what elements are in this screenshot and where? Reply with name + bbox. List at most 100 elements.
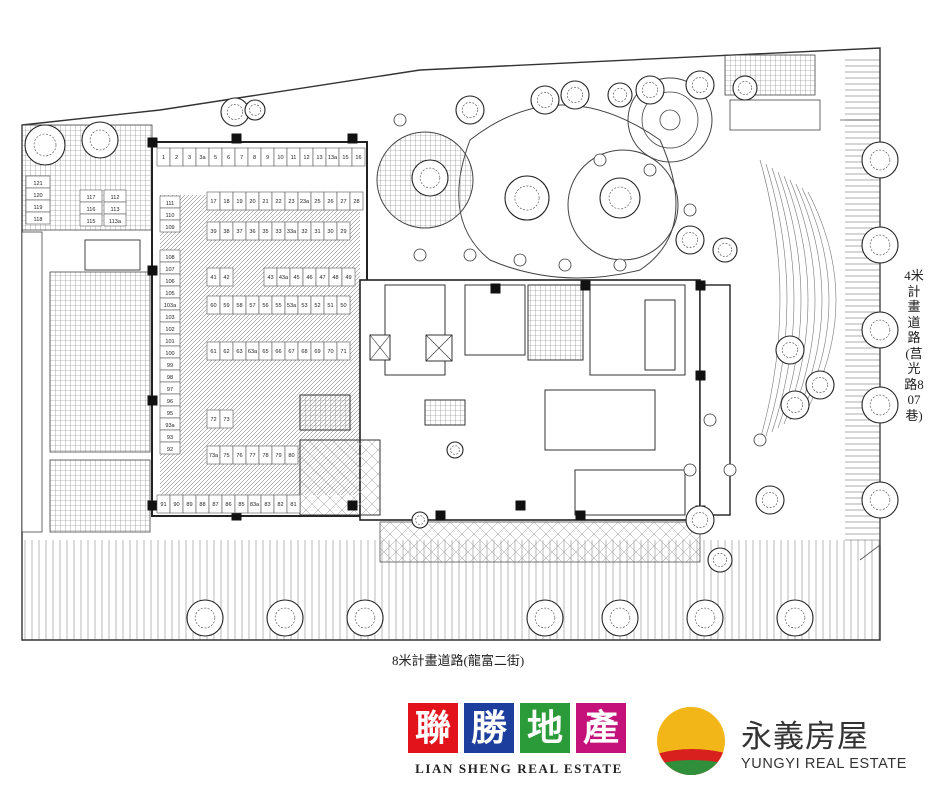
row-2-label: 18 xyxy=(223,199,229,205)
shrub-2 xyxy=(643,163,657,177)
column-12 xyxy=(695,370,706,381)
left-col-label: 105 xyxy=(165,291,174,297)
row-10-label: 91 xyxy=(160,502,166,508)
yungyi-logo: 永義房屋 YUNGYI REAL ESTATE xyxy=(653,703,923,779)
shrub-5 xyxy=(513,253,527,267)
tree-inner-18 xyxy=(869,319,891,341)
row-5-label: 43 xyxy=(267,275,273,281)
row-8-stall xyxy=(219,409,234,429)
row-10-label: 88 xyxy=(199,502,205,508)
row-10-label: 85 xyxy=(238,502,244,508)
tree-16 xyxy=(861,141,899,179)
row-3-label: 39 xyxy=(210,229,216,235)
tree-inner-27 xyxy=(194,607,216,629)
row-3-label: 29 xyxy=(340,229,346,235)
row-1-label: 5 xyxy=(214,155,217,161)
yungyi-emblem-icon xyxy=(657,707,725,775)
tree-31 xyxy=(601,599,639,637)
logo-tile-4: 產 xyxy=(576,703,626,753)
shrub-1 xyxy=(593,153,607,167)
tree-inner-10 xyxy=(738,81,752,95)
column-14 xyxy=(490,283,501,294)
row-9-label: 75 xyxy=(223,453,229,459)
row-3-label: 30 xyxy=(327,229,333,235)
row-5-label: 46 xyxy=(306,275,312,281)
annex-a-label: 110 xyxy=(166,213,175,219)
left-col-label: 101 xyxy=(165,339,174,345)
column-1 xyxy=(231,133,242,144)
left-col-label: 102 xyxy=(165,327,174,333)
row-7-label: 62 xyxy=(223,349,229,355)
left-col-label: 92 xyxy=(167,447,173,453)
column-9 xyxy=(515,500,526,511)
row-6-stall xyxy=(336,295,351,315)
shrub-12 xyxy=(703,413,717,427)
tree-inner-22 xyxy=(811,376,828,393)
tree-1 xyxy=(81,121,119,159)
column-3 xyxy=(147,265,158,276)
tree-inner-28 xyxy=(274,607,296,629)
tree-32 xyxy=(686,599,724,637)
annex-b-stall xyxy=(25,211,51,225)
tree-inner-24 xyxy=(761,491,778,508)
tree-inner-3 xyxy=(249,104,261,116)
left-col-label: 108 xyxy=(165,255,174,261)
row-7-label: 67 xyxy=(288,349,294,355)
tree-inner-30 xyxy=(534,607,556,629)
fountain-inner xyxy=(641,91,699,149)
annex-b-label: 121 xyxy=(33,181,42,187)
tree-30 xyxy=(526,599,564,637)
tree-13 xyxy=(599,177,641,219)
shrub-6 xyxy=(558,258,572,272)
terrace-arc xyxy=(771,167,795,433)
left-strip xyxy=(21,231,43,533)
row-10-label: 86 xyxy=(225,502,231,508)
row-2-label: 28 xyxy=(353,199,359,205)
row-5-stall xyxy=(341,267,356,287)
tree-inner-19 xyxy=(869,394,891,416)
tree-inner-33 xyxy=(784,607,806,629)
column-5 xyxy=(147,500,158,511)
row-3-label: 31 xyxy=(314,229,320,235)
annex-c1-label: 115 xyxy=(87,219,96,225)
row-6-label: 53 xyxy=(301,303,307,309)
tree-5 xyxy=(530,85,560,115)
central-lawn xyxy=(458,104,677,279)
logo-tile-1: 聯 xyxy=(408,703,458,753)
row-1-label: 10 xyxy=(277,155,283,161)
tree-inner-13 xyxy=(608,186,632,210)
tree-inner-25 xyxy=(691,511,708,528)
row-6-label: 60 xyxy=(210,303,216,309)
tree-19 xyxy=(861,386,899,424)
column-11 xyxy=(695,280,706,291)
fountain-core xyxy=(659,109,681,131)
column-7 xyxy=(347,500,358,511)
row-3-label: 33 xyxy=(275,229,281,235)
row-3-label: 37 xyxy=(236,229,242,235)
row-7-label: 63 xyxy=(236,349,242,355)
row-7-stall xyxy=(336,341,351,361)
shrub-8 xyxy=(683,203,697,217)
left-col-label: 106 xyxy=(165,279,174,285)
tree-inner-0 xyxy=(33,133,57,157)
row-2-label: 23 xyxy=(288,199,294,205)
row-1-label: 3a xyxy=(199,155,206,161)
shrub-4 xyxy=(463,248,477,262)
row-1-label: 2 xyxy=(175,155,178,161)
tree-21 xyxy=(775,335,805,365)
equipment-box xyxy=(729,99,821,131)
annex-c2-label: 113 xyxy=(111,207,120,213)
row-9-stall xyxy=(284,445,299,465)
row-2-stall xyxy=(349,191,364,211)
column-15 xyxy=(580,280,591,291)
tree-inner-6 xyxy=(566,87,583,104)
row-6-label: 59 xyxy=(223,303,229,309)
row-5-label: 47 xyxy=(319,275,325,281)
row-8-label: 73 xyxy=(223,417,229,423)
left-col-label: 95 xyxy=(167,411,173,417)
tree-inner-7 xyxy=(613,88,627,102)
row-1-label: 8 xyxy=(253,155,256,161)
tree-inner-23 xyxy=(786,396,803,413)
tree-9 xyxy=(685,70,715,100)
annex-a-label: 111 xyxy=(166,201,175,207)
